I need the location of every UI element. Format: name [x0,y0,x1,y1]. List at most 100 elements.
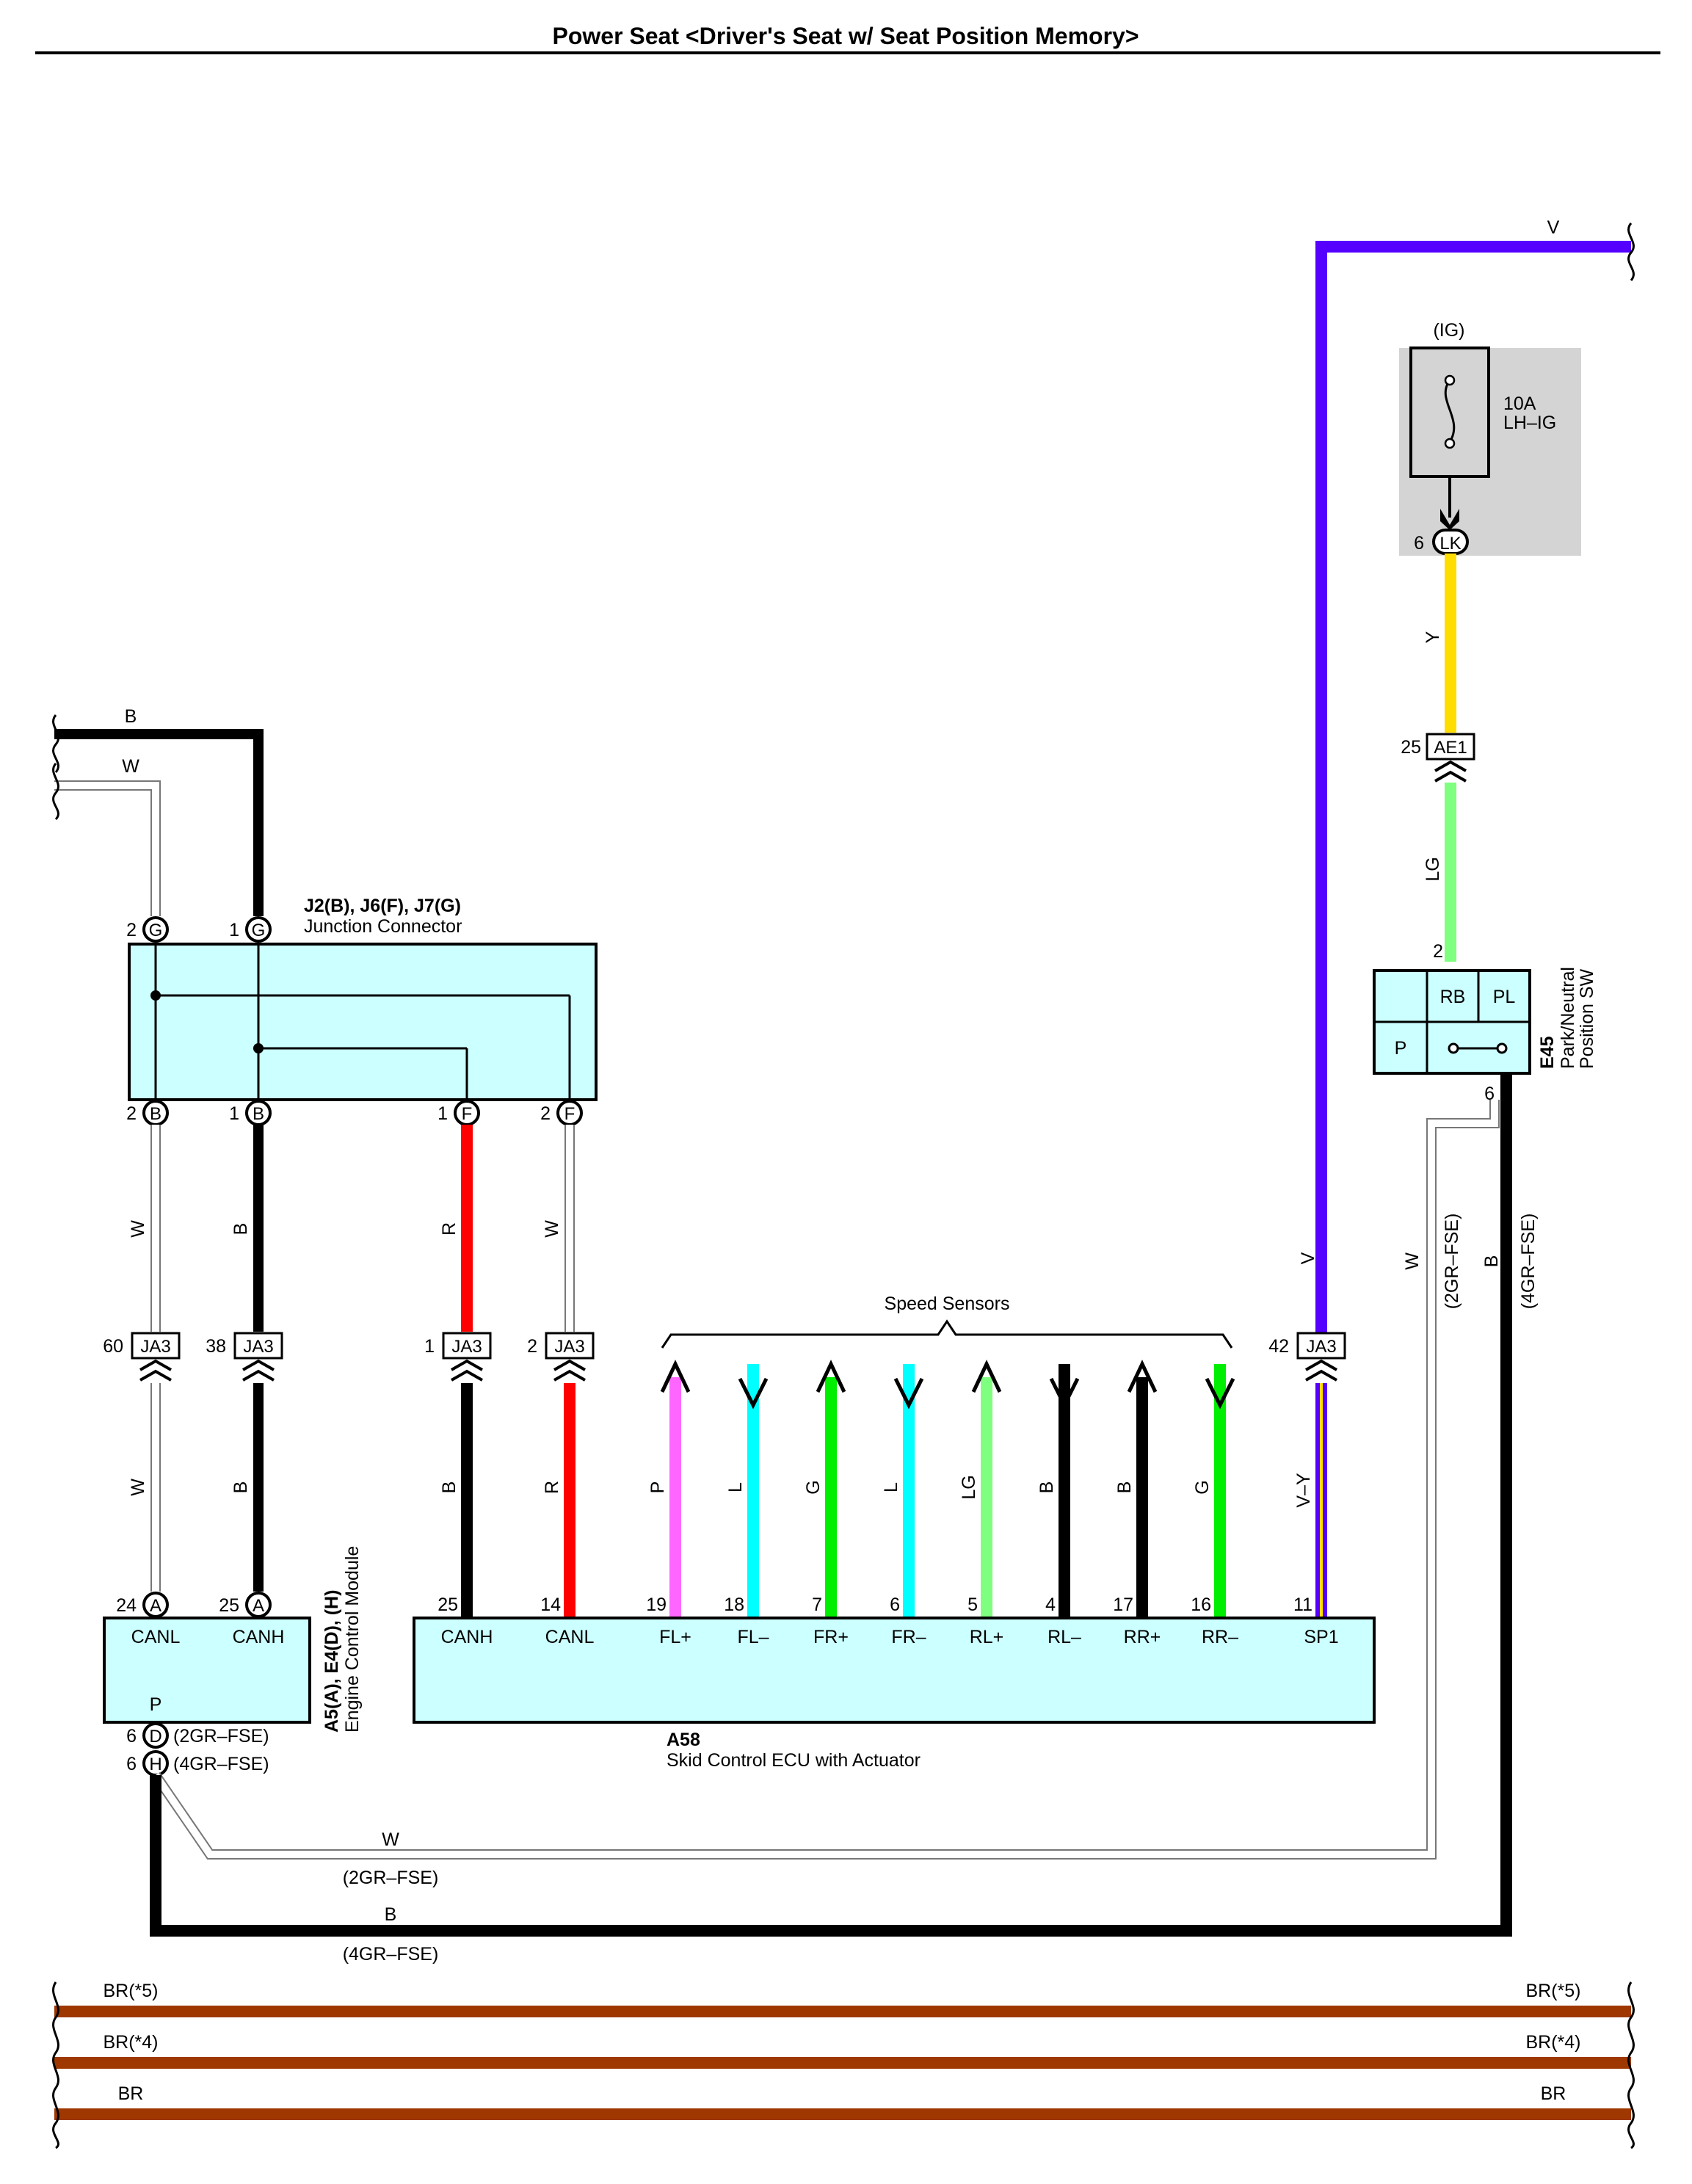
ecm-name: Engine Control Module [342,1546,363,1733]
skid-pin-canh-label: CANH [441,1627,493,1647]
wire-label-r-canl: R [542,1481,562,1494]
wire-fr-plus [816,1360,846,1618]
junction-box [128,943,598,1101]
skid-ecu-box [413,1617,1376,1724]
skid-pin-fl-minus: 18 FL– [724,1595,769,1647]
e45-code: E45 [1537,1036,1558,1069]
wire-label-b-lower: B [230,1481,251,1494]
skid-pin-fr-minus-label: FR– [891,1627,926,1647]
br-wire-4-right-label: BR(*4) [1525,2032,1580,2053]
ecm-canl-label: CANL [131,1627,181,1647]
junction-pin-bottom-f1-letter: F [462,1104,473,1124]
br-wire-plain-left-label: BR [118,2083,144,2104]
ja3-connector-2-label: JA3 [554,1337,584,1357]
wire-w-top-outline [54,780,161,916]
skid-pin-rr-minus-num: 16 [1191,1595,1211,1615]
e45-pl-label: PL [1493,987,1516,1007]
fuse-name: LH–IG [1503,413,1556,433]
ecm-pin-d-letter: D [149,1727,161,1746]
junction-pin-top-g1: G 1 [229,916,272,943]
wire-b-top [54,729,264,916]
skid-pin-fl-plus: 19 FL+ [646,1595,691,1647]
ecm-pin-d-num: 6 [126,1726,137,1746]
wire-label-w-2gr-note: (2GR–FSE) [1442,1213,1462,1310]
wire-label-b-4gr-note: (4GR–FSE) [1518,1213,1539,1310]
ecm-box [103,1617,311,1724]
junction-pin-bottom-b1: B 1 [229,1100,272,1126]
junction-pin-top-g2-letter: G [149,921,163,940]
junction-pin-bottom-f1: F 1 [437,1100,480,1126]
fuse-rating: 10A [1503,393,1536,414]
skid-pin-sp1-label: SP1 [1304,1627,1338,1647]
e45-name-line2: Position SW [1577,968,1597,1069]
e45-p-label: P [1395,1038,1407,1059]
wire-label-v-y: V–Y [1293,1473,1314,1508]
ae1-chevron-1 [1434,760,1467,772]
br-wire-plain: BR BR [54,2083,1631,2120]
wire-label-b2: B [1114,1481,1135,1494]
junction-pin-bottom-b1-letter: B [253,1104,264,1124]
lk-pin-number: 6 [1414,533,1424,554]
skid-ecu-code: A58 [667,1730,700,1750]
wire-rr-plus [1127,1360,1158,1618]
skid-pin-canl: 14 CANL [540,1595,594,1647]
ecm-pin-d: D 6 (2GR–FSE) [126,1722,269,1749]
wire-fr-minus [893,1364,924,1618]
ecm-p-label: P [150,1694,162,1715]
junction-name: Junction Connector [304,916,462,937]
skid-pin-fr-plus: 7 FR+ [812,1595,849,1647]
br-wire-4: BR(*4) BR(*4) [54,2032,1631,2069]
wire-break-right-br [1627,1981,1635,2149]
lk-connector-label: LK [1439,534,1461,554]
wire-label-bottom-w: W [382,1829,399,1850]
wire-label-b-top: B [125,706,137,727]
wire-label-w-top: W [122,756,139,777]
wire-break-left-top [52,714,59,773]
skid-pin-rr-minus: 16 RR– [1191,1595,1238,1647]
br-wire-5: BR(*5) BR(*5) [54,1981,1631,2017]
skid-pin-fl-plus-label: FL+ [659,1627,691,1647]
wire-break-left-mid [52,763,59,821]
skid-pin-rl-plus-label: RL+ [970,1627,1004,1647]
junction-pin-top-g2: G 2 [126,916,169,943]
e45-contact-right [1496,1042,1508,1054]
wire-label-bottom-b-note: (4GR–FSE) [343,1944,439,1964]
skid-pin-fr-plus-label: FR+ [813,1627,849,1647]
wire-label-b-left: B [230,1223,251,1236]
wire-label-bottom-b: B [385,1904,397,1925]
e45-contact-left [1448,1042,1459,1054]
wire-b-4gr [150,1073,1512,1937]
junction-pin-bottom-f2-letter: F [564,1104,576,1124]
ecm-pin-canh-letter: A [253,1596,264,1616]
ecm-code: A5(A), E4(D), (H) [322,1590,342,1733]
wire-rl-minus [1049,1364,1080,1618]
junction-pin-top-g1-letter: G [252,921,266,940]
skid-pin-fr-plus-num: 7 [812,1595,822,1615]
wire-label-lg: LG [1423,857,1443,881]
wire-label-l1: L [725,1482,746,1492]
junction-pin-bottom-f2-num: 2 [540,1103,551,1124]
ja3-connector-1-label: JA3 [451,1337,482,1357]
skid-pin-fr-minus: 6 FR– [890,1595,926,1647]
ecm-pin-canl-letter: A [150,1596,161,1616]
wire-label-r-mid: R [439,1222,460,1236]
wire-label-b1: B [1036,1481,1057,1494]
ecm-pin-canh-num: 25 [219,1595,239,1616]
wire-rl-plus [971,1360,1002,1618]
skid-pin-canl-label: CANL [545,1627,595,1647]
e45-pin-top: 2 [1433,941,1443,962]
wire-y [1445,554,1456,733]
fuse-terminal-top [1444,374,1456,386]
ae1-pin-number: 25 [1401,737,1421,758]
junction-pin-bottom-b1-num: 1 [229,1103,239,1124]
br-wire-4-left-label: BR(*4) [103,2032,158,2053]
wire-w-2gr [152,1100,1498,1858]
skid-pin-fl-minus-num: 18 [724,1595,744,1615]
wire-label-v-top: V [1547,217,1560,238]
ecm-pin-canl: A 24 [116,1592,169,1618]
ecm-pin-d-note: (2GR–FSE) [173,1726,269,1746]
ecm-pin-h-num: 6 [126,1754,137,1774]
junction-pin-bottom-f1-num: 1 [437,1103,448,1124]
skid-pin-fl-plus-num: 19 [646,1595,667,1615]
